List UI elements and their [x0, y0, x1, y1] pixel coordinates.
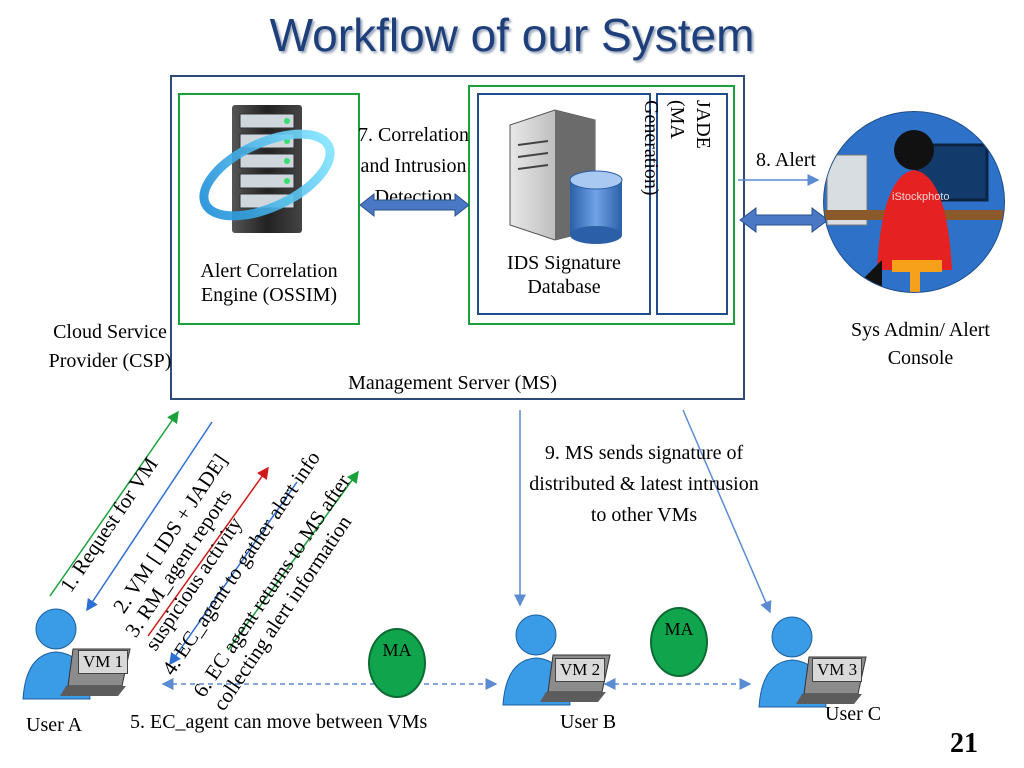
jade-box [656, 93, 728, 315]
slide-number: 21 [950, 728, 978, 759]
ids-db-box [477, 93, 651, 315]
vm-2-tag: VM 2 [555, 658, 606, 682]
ms-console-double-arrow [739, 207, 829, 233]
vm-3-tag: VM 3 [812, 658, 863, 682]
ms-label: Management Server (MS) [348, 372, 557, 394]
csp-label: Cloud Service Provider (CSP) [48, 321, 172, 372]
management-server-box [170, 75, 745, 400]
user-a-label: User A [26, 714, 83, 736]
stock-watermark: iStockphoto [892, 191, 949, 203]
ma-agent-1: MA [368, 628, 426, 698]
user-b-label: User B [560, 711, 617, 733]
ms-sends-label: 9. MS sends signature of distributed & l… [529, 442, 759, 526]
ossim-box [178, 93, 360, 325]
server-rack-icon [199, 105, 335, 233]
sysadmin-illustration: iStockphoto [823, 111, 1005, 293]
page-title: Workflow of our System [269, 9, 755, 61]
database-server-icon [509, 109, 623, 244]
user-c-label: User C [825, 703, 882, 725]
ids-db-label: IDS Signature Database [507, 252, 621, 298]
ma-agent-2: MA [650, 607, 708, 677]
vm-1-tag: VM 1 [78, 650, 129, 674]
step-5-label: 5. EC_agent can move between VMs [130, 711, 428, 733]
ossim-label: Alert Correlation Engine (OSSIM) [200, 260, 338, 306]
sysadmin-label: Sys Admin/ Alert Console [851, 319, 990, 369]
correlation-label: 7. Correlation and Intrusion Detection [357, 124, 470, 208]
alert-label: 8. Alert [756, 149, 816, 171]
correlation-double-arrow [359, 192, 470, 218]
